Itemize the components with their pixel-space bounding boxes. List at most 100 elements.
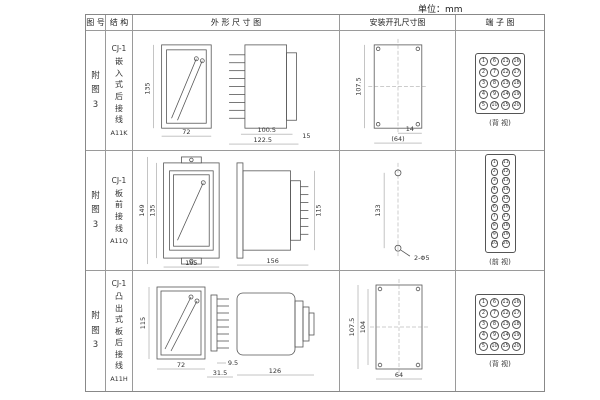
terminal-8: 8 <box>490 79 499 88</box>
terminal-6: 6 <box>490 57 499 66</box>
header-outline: 外 形 尺 寸 图 <box>133 15 340 31</box>
model-name: CJ-1 <box>111 175 127 185</box>
view-label: (背 视) <box>489 359 511 368</box>
terminal-11: 11 <box>501 297 510 307</box>
structure-row2: CJ-1 板前接线 A11Q <box>106 151 133 271</box>
terminal-20: 20 <box>512 341 521 351</box>
terminal-6: 6 <box>490 297 499 307</box>
dim-height: 107.5 <box>354 77 362 95</box>
terminal-2: 2 <box>479 68 488 77</box>
dim-depth-total: 122.5 <box>254 136 272 144</box>
terminal-18: 18 <box>512 79 521 88</box>
view-label: (背 视) <box>489 119 511 127</box>
dim-width: 72 <box>177 361 185 369</box>
terminal-7: 7 <box>490 213 498 221</box>
terminal-3: 3 <box>490 177 498 185</box>
terminal-17: 17 <box>502 213 510 221</box>
dim-depth-body: 100.5 <box>258 126 276 134</box>
terminal-20: 20 <box>502 240 510 248</box>
terminal-14: 14 <box>501 90 510 99</box>
model-name: CJ-1 <box>111 278 127 288</box>
terminal-18: 18 <box>512 319 521 329</box>
model-name: CJ-1 <box>111 44 127 54</box>
dim-panel: 15 <box>302 132 310 140</box>
dim-height-inner: 104 <box>359 321 367 333</box>
terminal-10: 10 <box>490 341 499 351</box>
terminal-13: 13 <box>501 319 510 329</box>
fig-no-row2: 附图3 <box>86 151 106 271</box>
dim-height: 115 <box>139 317 147 329</box>
mount-type: 凸出式板后接线 <box>114 291 123 371</box>
terminal-18: 18 <box>502 222 510 230</box>
outline-cell-row1: 135 72 100.5 122.5 15 <box>133 31 340 151</box>
terminal-12: 12 <box>502 168 510 176</box>
mount-type: 板前接线 <box>115 188 123 233</box>
outline-drawing-a11k: 135 72 100.5 122.5 15 <box>144 44 311 145</box>
structure-row1: CJ-1 嵌入式后接线 A11K <box>106 31 133 151</box>
dim-height-inner: 135 <box>149 204 157 216</box>
terminal-7: 7 <box>490 68 499 77</box>
front-view-drawing <box>161 44 212 129</box>
dim-width: 105 <box>185 259 197 267</box>
terminal-9: 9 <box>490 90 499 99</box>
terminal-12: 12 <box>501 68 510 77</box>
install-cell-row2: 133 2-Φ5 <box>340 151 456 271</box>
dim-height: 107.5 <box>348 318 356 337</box>
install-drawing-a11h: 107.5 104 64 <box>348 279 428 380</box>
header-terminal: 端 子 图 <box>456 15 544 31</box>
terminal-4: 4 <box>490 186 498 194</box>
terminal-20: 20 <box>512 101 521 110</box>
fig-no-text: 附图3 <box>91 70 100 110</box>
side-view-drawing <box>229 44 297 129</box>
dim-height-outer: 149 <box>138 204 146 216</box>
dimension-annotations: 135 72 100.5 122.5 15 <box>144 44 311 145</box>
dim-holes: 2-Φ5 <box>414 254 430 262</box>
terminal-17: 17 <box>512 68 521 77</box>
dim-depth: 156 <box>267 257 279 265</box>
terminal-12: 12 <box>501 308 510 318</box>
dimension-annotations: 107.5 104 64 <box>348 285 422 380</box>
outline-drawing-a11h: 115 72 9.5 31.5 126 <box>139 286 315 378</box>
dim-pitch: 14 <box>405 125 413 133</box>
install-drawing-a11k: 107.5 14 (64) <box>354 38 428 144</box>
terminal-15: 15 <box>501 341 510 351</box>
terminal-13: 13 <box>501 79 510 88</box>
model-code: A11K <box>110 128 128 137</box>
dim-hole-pitch: 133 <box>374 204 382 216</box>
fig-no-row3: 附图3 <box>86 271 106 391</box>
mounting-holes <box>394 169 410 257</box>
terminal-5: 5 <box>479 341 488 351</box>
header-fig-no: 图 号 <box>86 15 106 31</box>
front-view-drawing <box>156 286 206 360</box>
view-label: (前 视) <box>489 257 511 266</box>
terminal-10: 10 <box>490 101 499 110</box>
terminal-10: 10 <box>490 240 498 248</box>
outline-cell-row3: 115 72 9.5 31.5 126 <box>133 271 340 391</box>
terminal-16: 16 <box>502 204 510 212</box>
terminal-14: 14 <box>501 330 510 340</box>
dimension-annotations: 107.5 14 (64) <box>354 44 422 144</box>
terminal-16: 16 <box>512 297 521 307</box>
terminal-9: 9 <box>490 231 498 239</box>
header-structure: 结 构 <box>106 15 133 31</box>
terminal-19: 19 <box>512 330 521 340</box>
centerlines <box>367 38 428 135</box>
terminal-13: 13 <box>502 177 510 185</box>
terminal-2: 2 <box>490 168 498 176</box>
terminal-3: 3 <box>479 319 488 329</box>
install-cell-row1: 107.5 14 (64) <box>340 31 456 151</box>
terminal-2: 2 <box>479 308 488 318</box>
terminal-15: 15 <box>501 101 510 110</box>
outline-cell-row2: 149 135 105 156 115 <box>133 151 340 271</box>
dim-pin-width: 31.5 <box>213 369 227 377</box>
terminal-1: 1 <box>479 297 488 307</box>
dim-pin-depth: 9.5 <box>228 359 238 367</box>
centerlines <box>369 279 428 375</box>
dim-width: 72 <box>182 128 190 136</box>
terminal-4: 4 <box>479 330 488 340</box>
